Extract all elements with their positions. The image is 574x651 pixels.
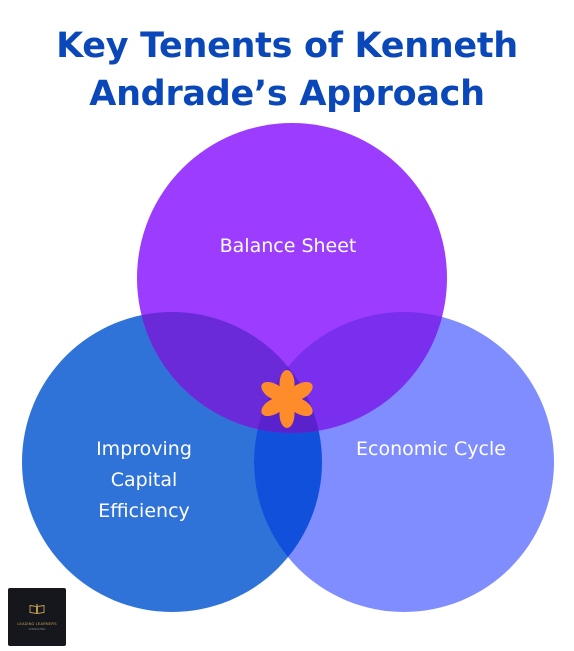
logo-text: LEADING LEARNERS (17, 622, 57, 626)
improving-capital-efficiency-label: Improving Capital Efficiency (64, 434, 224, 527)
economic-cycle-label: Economic Cycle (356, 438, 506, 460)
top-left-overlap (137, 312, 322, 433)
title-line-2: Andrade’s Approach (89, 74, 485, 114)
open-book-icon (29, 604, 45, 614)
label-line-capital: Capital (110, 469, 178, 491)
label-line-efficiency: Efficiency (98, 500, 190, 522)
label-line-improving: Improving (96, 438, 192, 460)
diagram-title: Key Tenents of Kenneth Andrade’s Approac… (0, 22, 574, 118)
logo-subtext: CONSULTING (28, 628, 46, 631)
balance-sheet-label: Balance Sheet (219, 235, 357, 257)
top-right-overlap (254, 312, 447, 433)
asterisk-flower-icon (261, 370, 313, 428)
title-line-1: Key Tenents of Kenneth (56, 26, 518, 66)
brand-logo: LEADING LEARNERS CONSULTING (8, 588, 66, 646)
